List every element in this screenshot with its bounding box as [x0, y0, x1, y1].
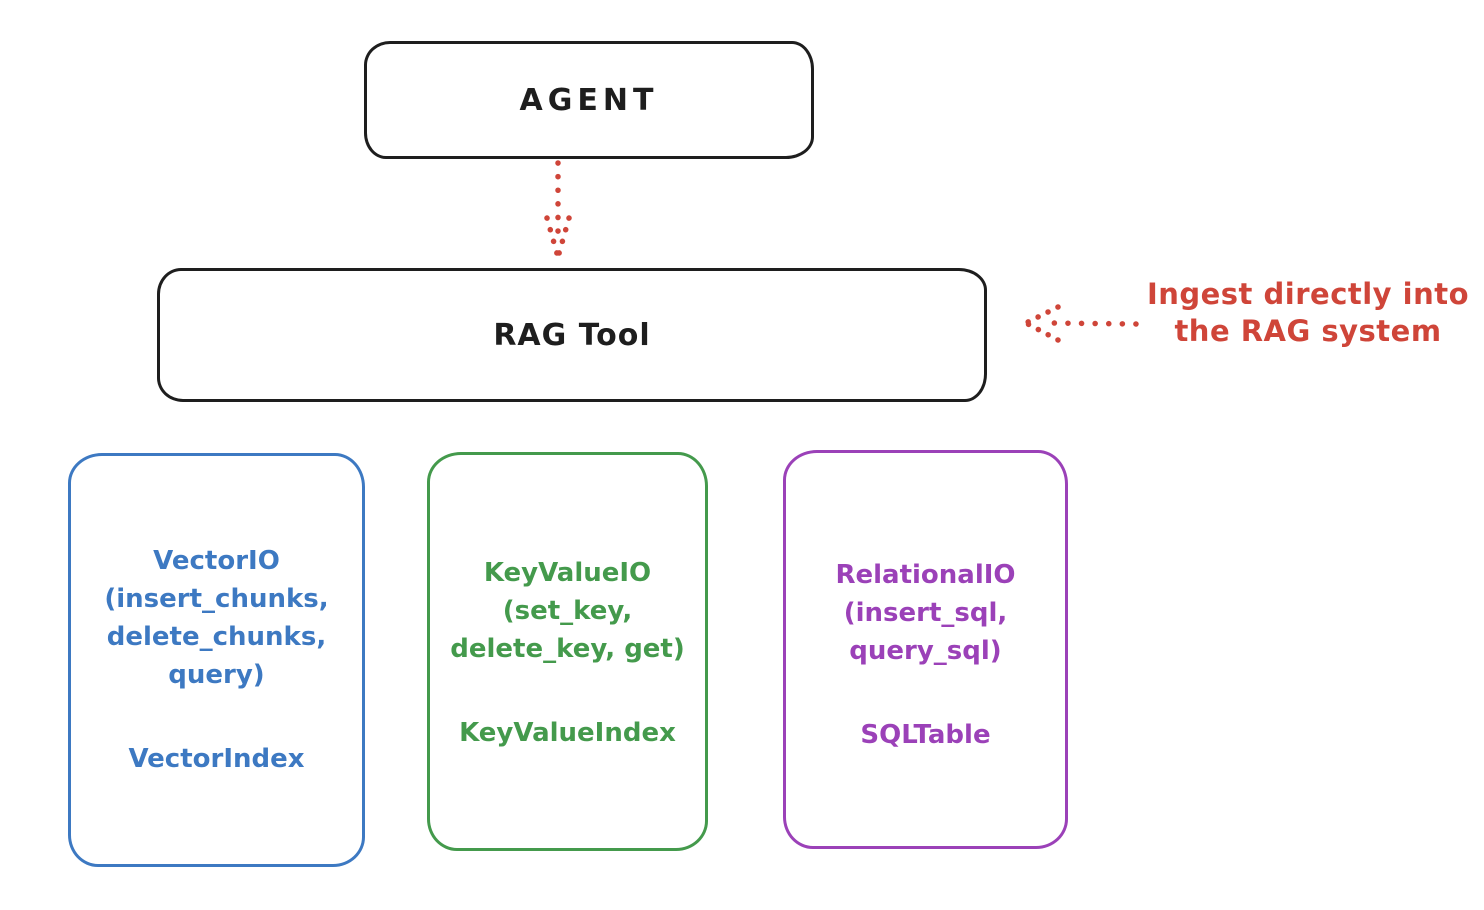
storage-line: RelationalIO [835, 560, 1016, 590]
storage-line: query) [168, 660, 265, 690]
agent-to-ragtool-arrow [544, 160, 572, 260]
storage-line: KeyValueIO [483, 558, 652, 588]
storage-line: (insert_chunks, [104, 584, 329, 614]
agent-node: AGENT [364, 41, 814, 159]
storage-line: delete_chunks, [106, 622, 327, 652]
storage-line: (insert_sql, [843, 598, 1008, 628]
annotation-to-ragtool-arrow [1023, 304, 1139, 343]
annotation-line: Ingest directly into [1146, 277, 1470, 311]
storage-box-relationalio: RelationalIO (insert_sql, query_sql) SQL… [783, 450, 1068, 849]
storage-box-vectorio: VectorIO (insert_chunks, delete_chunks, … [68, 453, 365, 867]
storage-index-label: VectorIndex [128, 744, 305, 774]
annotation-text: Ingest directly into the RAG system [1138, 276, 1478, 350]
agent-label: AGENT [519, 82, 659, 118]
storage-line: (set_key, [502, 596, 633, 626]
ragtool-node: RAG Tool [157, 268, 987, 402]
storage-index-label: KeyValueIndex [459, 718, 676, 748]
storage-index-label: SQLTable [860, 720, 991, 750]
storage-line: VectorIO [153, 546, 280, 576]
storage-line: delete_key, get) [450, 634, 685, 664]
storage-line: query_sql) [849, 636, 1002, 666]
ragtool-label: RAG Tool [493, 317, 651, 353]
storage-box-keyvalueio: KeyValueIO (set_key, delete_key, get) Ke… [427, 452, 708, 851]
annotation-line: the RAG system [1174, 314, 1442, 348]
